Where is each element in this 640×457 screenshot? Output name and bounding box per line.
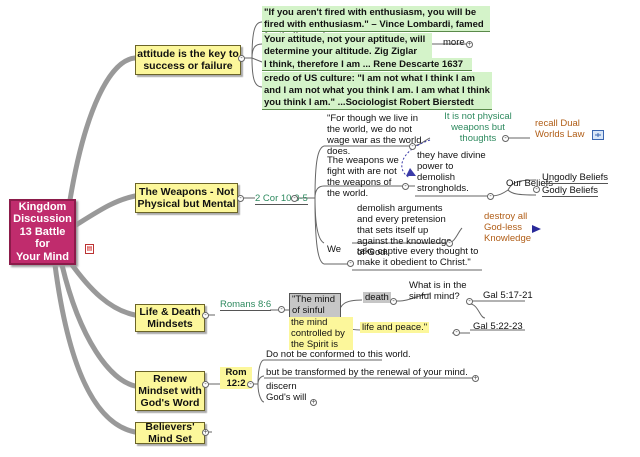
- expand-toggle[interactable]: +: [310, 399, 317, 406]
- topic-attitude-label: attitude is the key to success or failur…: [137, 48, 239, 72]
- collapse-toggle[interactable]: -: [291, 195, 298, 202]
- node-godly: Godly Beliefs: [542, 185, 598, 197]
- node-discern: discern God's will: [266, 381, 307, 403]
- collapse-toggle[interactable]: -: [502, 135, 509, 142]
- topic-life-death-label: Life & Death Mindsets: [139, 306, 201, 330]
- node-life-peace: life and peace.": [360, 322, 430, 333]
- central-topic[interactable]: Kingdom Discussion 13 Battle for Your Mi…: [9, 199, 76, 265]
- node-our-beliefs: Our Beliefs: [506, 178, 553, 189]
- branch-line-attitude: [67, 55, 138, 203]
- expand-toggle[interactable]: +: [202, 429, 209, 436]
- quote-bierstedt: credo of US culture: "I am not what I th…: [262, 72, 492, 110]
- branch-line-believers: [52, 262, 138, 435]
- more-link[interactable]: more: [443, 37, 465, 48]
- collapse-toggle[interactable]: -: [453, 329, 460, 336]
- node-we: We: [327, 244, 342, 255]
- expand-toggle[interactable]: +: [472, 375, 479, 382]
- collapse-toggle[interactable]: -: [390, 298, 397, 305]
- central-title-line-2: Discussion: [13, 213, 72, 226]
- node-what-sinful: What is in the sinful mind?: [409, 280, 467, 302]
- quote-lombardi: "If you aren't fired with enthusiasm, yo…: [262, 6, 490, 42]
- node-captive: take captive every thought to make it ob…: [357, 246, 479, 268]
- ref-2cor: 2 Cor 10:3-5: [255, 193, 308, 205]
- quote-ziglar: Your attitude, not your aptitude, will d…: [262, 33, 432, 59]
- collapse-toggle[interactable]: -: [402, 183, 409, 190]
- link-icon[interactable]: [592, 130, 604, 140]
- topic-life-death[interactable]: Life & Death Mindsets: [135, 304, 205, 332]
- collapse-toggle[interactable]: -: [466, 298, 473, 305]
- central-title-line-4: Your Mind: [16, 250, 69, 263]
- collapse-toggle[interactable]: -: [446, 240, 453, 247]
- collapse-toggle[interactable]: -: [347, 260, 354, 267]
- collapse-toggle[interactable]: -: [237, 195, 244, 202]
- topic-believers-label: Believers' Mind Set: [145, 421, 195, 445]
- topic-weapons[interactable]: The Weapons - Not Physical but Mental: [135, 183, 238, 213]
- collapse-toggle[interactable]: -: [238, 55, 245, 62]
- topic-renew-label: Renew Mindset with God's Word: [138, 373, 202, 409]
- node-not-conformed: Do not be conformed to this world.: [266, 349, 411, 360]
- collapse-toggle[interactable]: -: [487, 193, 494, 200]
- quote-descartes: I think, therefore I am ... Rene Descart…: [262, 58, 472, 71]
- node-weapons-fight: The weapons we fight with are not the we…: [327, 155, 399, 199]
- branch-line-weapons: [73, 193, 138, 228]
- arrow-head-destroy: [532, 225, 541, 233]
- topic-renew[interactable]: Renew Mindset with God's Word: [135, 371, 205, 411]
- node-death: death: [363, 292, 391, 303]
- topic-attitude[interactable]: attitude is the key to success or failur…: [135, 45, 241, 75]
- central-title-line-1: Kingdom: [18, 200, 67, 213]
- node-destroy: destroy all God-less Knowledge: [484, 211, 532, 244]
- topic-weapons-label: The Weapons - Not Physical but Mental: [137, 186, 236, 210]
- collapse-toggle[interactable]: -: [202, 381, 209, 388]
- collapse-toggle[interactable]: -: [409, 143, 416, 150]
- node-transformed: but be transformed by the renewal of you…: [266, 367, 468, 378]
- collapse-toggle[interactable]: -: [533, 186, 540, 193]
- arrow-head-relation: [406, 168, 416, 176]
- collapse-toggle[interactable]: -: [247, 381, 254, 388]
- node-for-though: "For though we live in the world, we do …: [327, 113, 422, 157]
- topic-believers[interactable]: Believers' Mind Set: [135, 421, 205, 445]
- node-ungodly: Ungodly Beliefs: [542, 172, 609, 184]
- node-demolish: demolish arguments and every pretension …: [357, 203, 452, 258]
- node-divine-power: they have divine power to demolish stron…: [417, 150, 486, 194]
- relation-arrow: [401, 139, 431, 179]
- collapse-toggle[interactable]: -: [278, 306, 285, 313]
- node-recall: recall Dual Worlds Law: [535, 118, 585, 140]
- branch-line-life: [67, 259, 138, 318]
- expand-toggle[interactable]: +: [466, 41, 473, 48]
- node-gal1: Gal 5:17-21: [483, 290, 533, 301]
- branch-line-renew: [59, 262, 138, 389]
- attachment-icon[interactable]: ▤: [85, 244, 94, 254]
- node-gal2: Gal 5:22-23: [473, 321, 523, 332]
- collapse-toggle[interactable]: -: [202, 312, 209, 319]
- node-not-physical: It is not physical weapons but thoughts: [444, 111, 512, 144]
- ref-rom-12: Rom 12:2: [220, 367, 252, 389]
- ref-romans: Romans 8:6: [220, 299, 272, 311]
- central-title-line-3: 13 Battle for: [19, 225, 66, 251]
- node-mind-spirit: the mind controlled by the Spirit is: [289, 317, 353, 350]
